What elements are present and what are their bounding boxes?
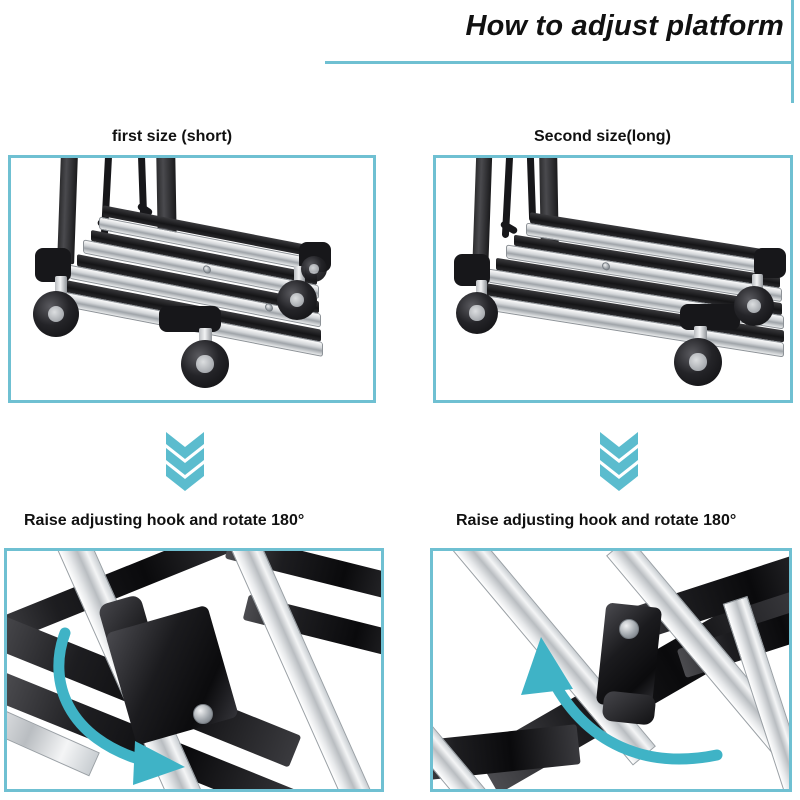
photo-panel-hook-after — [430, 548, 792, 792]
photo-panel-second-size — [433, 155, 793, 403]
cart-illustration-long — [436, 158, 790, 400]
chevron-down-arrows-right — [598, 430, 640, 492]
header: How to adjust platform — [0, 0, 800, 103]
caster-wheel-rear-left — [33, 291, 79, 337]
frame-corner-front — [159, 306, 221, 332]
hook-screw — [619, 619, 639, 639]
deck-assembly — [452, 200, 784, 360]
page-title: How to adjust platform — [465, 10, 784, 42]
caster-stem-rear-left — [476, 280, 487, 302]
caption-raise-hook-left: Raise adjusting hook and rotate 180° — [24, 512, 305, 529]
hook-screw — [193, 704, 213, 724]
chevron-down-icon — [166, 432, 204, 491]
caster-wheel-front-left — [674, 338, 722, 386]
frame-corner-front — [680, 304, 740, 330]
deck-assembly — [33, 192, 325, 369]
header-divider-vertical — [791, 0, 794, 103]
chevron-down-icon — [600, 432, 638, 491]
photo-panel-first-size — [8, 155, 376, 403]
caption-first-size: first size (short) — [112, 128, 233, 145]
caster-wheel-rear-left — [456, 292, 498, 334]
header-divider-horizontal — [325, 61, 793, 64]
frame-corner-right — [754, 248, 786, 278]
photo-panel-hook-before — [4, 548, 384, 792]
caster-wheel-front-left — [181, 340, 229, 388]
cart-illustration-short — [11, 158, 373, 400]
caster-wheel-rear-right — [277, 280, 317, 320]
chevron-down-arrows-left — [164, 430, 206, 492]
deck-bolt-a — [602, 261, 610, 271]
hook-closeup-before — [7, 551, 381, 789]
caster-stem-rear-right — [294, 266, 305, 288]
rotation-arrow-down — [53, 627, 185, 785]
caster-wheel-rear-right — [734, 286, 774, 326]
rotation-arrow-up — [521, 637, 723, 765]
caption-raise-hook-right: Raise adjusting hook and rotate 180° — [456, 512, 737, 529]
caption-second-size: Second size(long) — [534, 128, 671, 145]
caster-wheel-front-right — [301, 256, 327, 282]
hook-closeup-after — [433, 551, 789, 789]
caster-stem-rear-right — [752, 274, 763, 294]
